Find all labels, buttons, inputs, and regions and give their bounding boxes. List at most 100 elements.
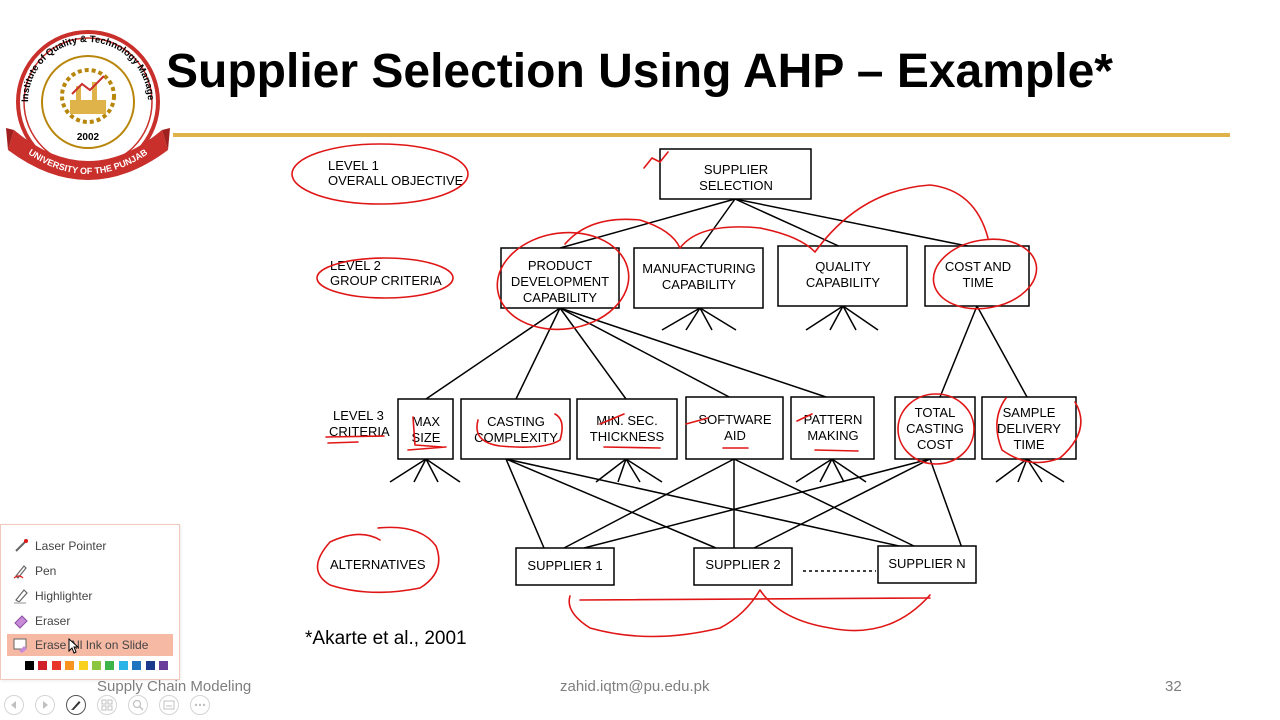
svg-text:LEVEL 3: LEVEL 3 (333, 408, 384, 423)
menu-item-pen[interactable]: Pen (7, 560, 173, 582)
level-label-3: LEVEL 3 CRITERIA (329, 408, 390, 439)
svg-text:SOFTWARE: SOFTWARE (698, 412, 772, 427)
title-underline (173, 133, 1230, 137)
criteria-node-max-size: MAX SIZE (397, 398, 454, 460)
pen-icon (13, 565, 27, 579)
svg-text:MIN. SEC.: MIN. SEC. (596, 413, 657, 428)
svg-text:QUALITY: QUALITY (815, 259, 871, 274)
svg-text:CASTING: CASTING (487, 414, 545, 429)
alternative-node-supplier-n: SUPPLIER N (877, 545, 977, 584)
ink-color-swatch[interactable] (38, 661, 48, 670)
svg-text:OVERALL OBJECTIVE: OVERALL OBJECTIVE (328, 173, 464, 188)
svg-text:TOTAL: TOTAL (915, 405, 956, 420)
slide-number: 32 (1165, 678, 1182, 695)
see-all-slides-button[interactable] (97, 695, 117, 715)
svg-text:CRITERIA: CRITERIA (329, 424, 390, 439)
svg-text:COST: COST (917, 437, 953, 452)
presenter-toolbar (4, 694, 221, 716)
svg-text:SUPPLIER 1: SUPPLIER 1 (527, 558, 602, 573)
ink-color-swatch[interactable] (78, 661, 88, 670)
svg-text:GROUP CRITERIA: GROUP CRITERIA (330, 273, 442, 288)
svg-text:LEVEL 1: LEVEL 1 (328, 158, 379, 173)
previous-slide-icon (11, 701, 16, 709)
svg-text:MAKING: MAKING (807, 428, 858, 443)
criteria-node-min-sec-thickness: MIN. SEC. THICKNESS (576, 398, 678, 460)
svg-text:COMPLEXITY: COMPLEXITY (474, 430, 558, 445)
svg-text:COST AND: COST AND (945, 259, 1011, 274)
edges-goal (559, 198, 978, 249)
edges-group-criteria (425, 305, 1028, 400)
ink-color-swatch[interactable] (132, 661, 142, 670)
ink-color-swatch[interactable] (91, 661, 101, 670)
svg-text:DELIVERY: DELIVERY (997, 421, 1061, 436)
menu-item-label: Erase All Ink on Slide (35, 638, 149, 652)
goal-node: SUPPLIER SELECTION (659, 148, 812, 200)
menu-item-label: Laser Pointer (35, 539, 107, 553)
next-slide-icon (43, 701, 48, 709)
criteria-node-pattern-making: PATTERN MAKING (790, 396, 875, 460)
ink-color-swatch[interactable] (51, 661, 61, 670)
edges-criteria-fans (389, 458, 1065, 483)
university-logo: Institute of Quality & Technology Manage… (6, 10, 170, 180)
group-node-cost-time: COST AND TIME (924, 245, 1030, 307)
svg-text:PRODUCT: PRODUCT (528, 258, 592, 273)
highlighter-icon (14, 589, 28, 604)
ink-color-swatch[interactable] (25, 661, 34, 670)
ink-color-swatch[interactable] (105, 661, 115, 670)
menu-item-laser-pointer[interactable]: Laser Pointer (7, 535, 173, 557)
criteria-node-casting-complexity: CASTING COMPLEXITY (460, 398, 571, 460)
eraser-icon (14, 615, 28, 629)
level-label-alternatives: ALTERNATIVES (330, 557, 426, 572)
svg-text:SUPPLIER: SUPPLIER (704, 162, 768, 177)
svg-text:MANUFACTURING: MANUFACTURING (642, 261, 755, 276)
edges-alternatives (505, 458, 963, 572)
menu-item-label: Pen (35, 564, 57, 578)
previous-slide-button[interactable] (4, 695, 24, 715)
criteria-node-total-casting-cost: TOTAL CASTING COST (894, 396, 976, 460)
criteria-node-sample-delivery-time: SAMPLE DELIVERY TIME (981, 396, 1077, 460)
svg-text:TIME: TIME (1013, 437, 1044, 452)
alternative-node-supplier-1: SUPPLIER 1 (515, 547, 615, 586)
svg-text:CAPABILITY: CAPABILITY (523, 290, 598, 305)
ink-color-swatch[interactable] (158, 661, 168, 670)
group-node-quality: QUALITY CAPABILITY (777, 245, 908, 307)
svg-text:DEVELOPMENT: DEVELOPMENT (511, 274, 609, 289)
menu-item-label: Eraser (35, 614, 71, 628)
slide-title: Supplier Selection Using AHP – Example* (166, 45, 1113, 98)
svg-text:CASTING: CASTING (906, 421, 964, 436)
menu-item-erase-all-ink[interactable]: Erase All Ink on Slide (7, 634, 173, 656)
footer-email: zahid.iqtm@pu.edu.pk (560, 678, 710, 695)
menu-item-eraser[interactable]: Eraser (7, 610, 173, 632)
citation: *Akarte et al., 2001 (305, 628, 467, 649)
svg-text:SUPPLIER 2: SUPPLIER 2 (705, 557, 780, 572)
more-options-button[interactable] (190, 695, 210, 715)
more-options-icon (194, 703, 206, 707)
subtitles-button[interactable] (159, 695, 179, 715)
footer-course-name: Supply Chain Modeling (97, 678, 252, 695)
alternative-node-supplier-2: SUPPLIER 2 (693, 547, 793, 586)
menu-item-highlighter[interactable]: Highlighter (7, 585, 173, 607)
svg-text:PATTERN: PATTERN (804, 412, 863, 427)
ink-color-swatch[interactable] (145, 661, 155, 670)
zoom-button[interactable] (128, 695, 148, 715)
svg-text:CAPABILITY: CAPABILITY (806, 275, 881, 290)
svg-text:SAMPLE: SAMPLE (1003, 405, 1056, 420)
criteria-node-software-aid: SOFTWARE AID (685, 396, 784, 460)
svg-text:ALTERNATIVES: ALTERNATIVES (330, 557, 426, 572)
pen-icon (71, 701, 81, 710)
svg-text:SELECTION: SELECTION (699, 178, 773, 193)
zoom-icon (132, 699, 144, 711)
logo-year: 2002 (77, 132, 100, 143)
ink-color-swatch[interactable] (65, 661, 75, 670)
ink-color-swatch[interactable] (118, 661, 128, 670)
svg-text:SIZE: SIZE (412, 430, 441, 445)
svg-text:SUPPLIER N: SUPPLIER N (888, 556, 965, 571)
laser-pointer-icon (15, 539, 28, 552)
menu-item-label: Highlighter (35, 589, 93, 603)
next-slide-button[interactable] (35, 695, 55, 715)
erase-all-icon (13, 638, 27, 653)
ink-options-menu: Laser Pointer Pen Highlighter Eraser Era… (0, 524, 180, 680)
pen-tool-button[interactable] (66, 695, 86, 715)
